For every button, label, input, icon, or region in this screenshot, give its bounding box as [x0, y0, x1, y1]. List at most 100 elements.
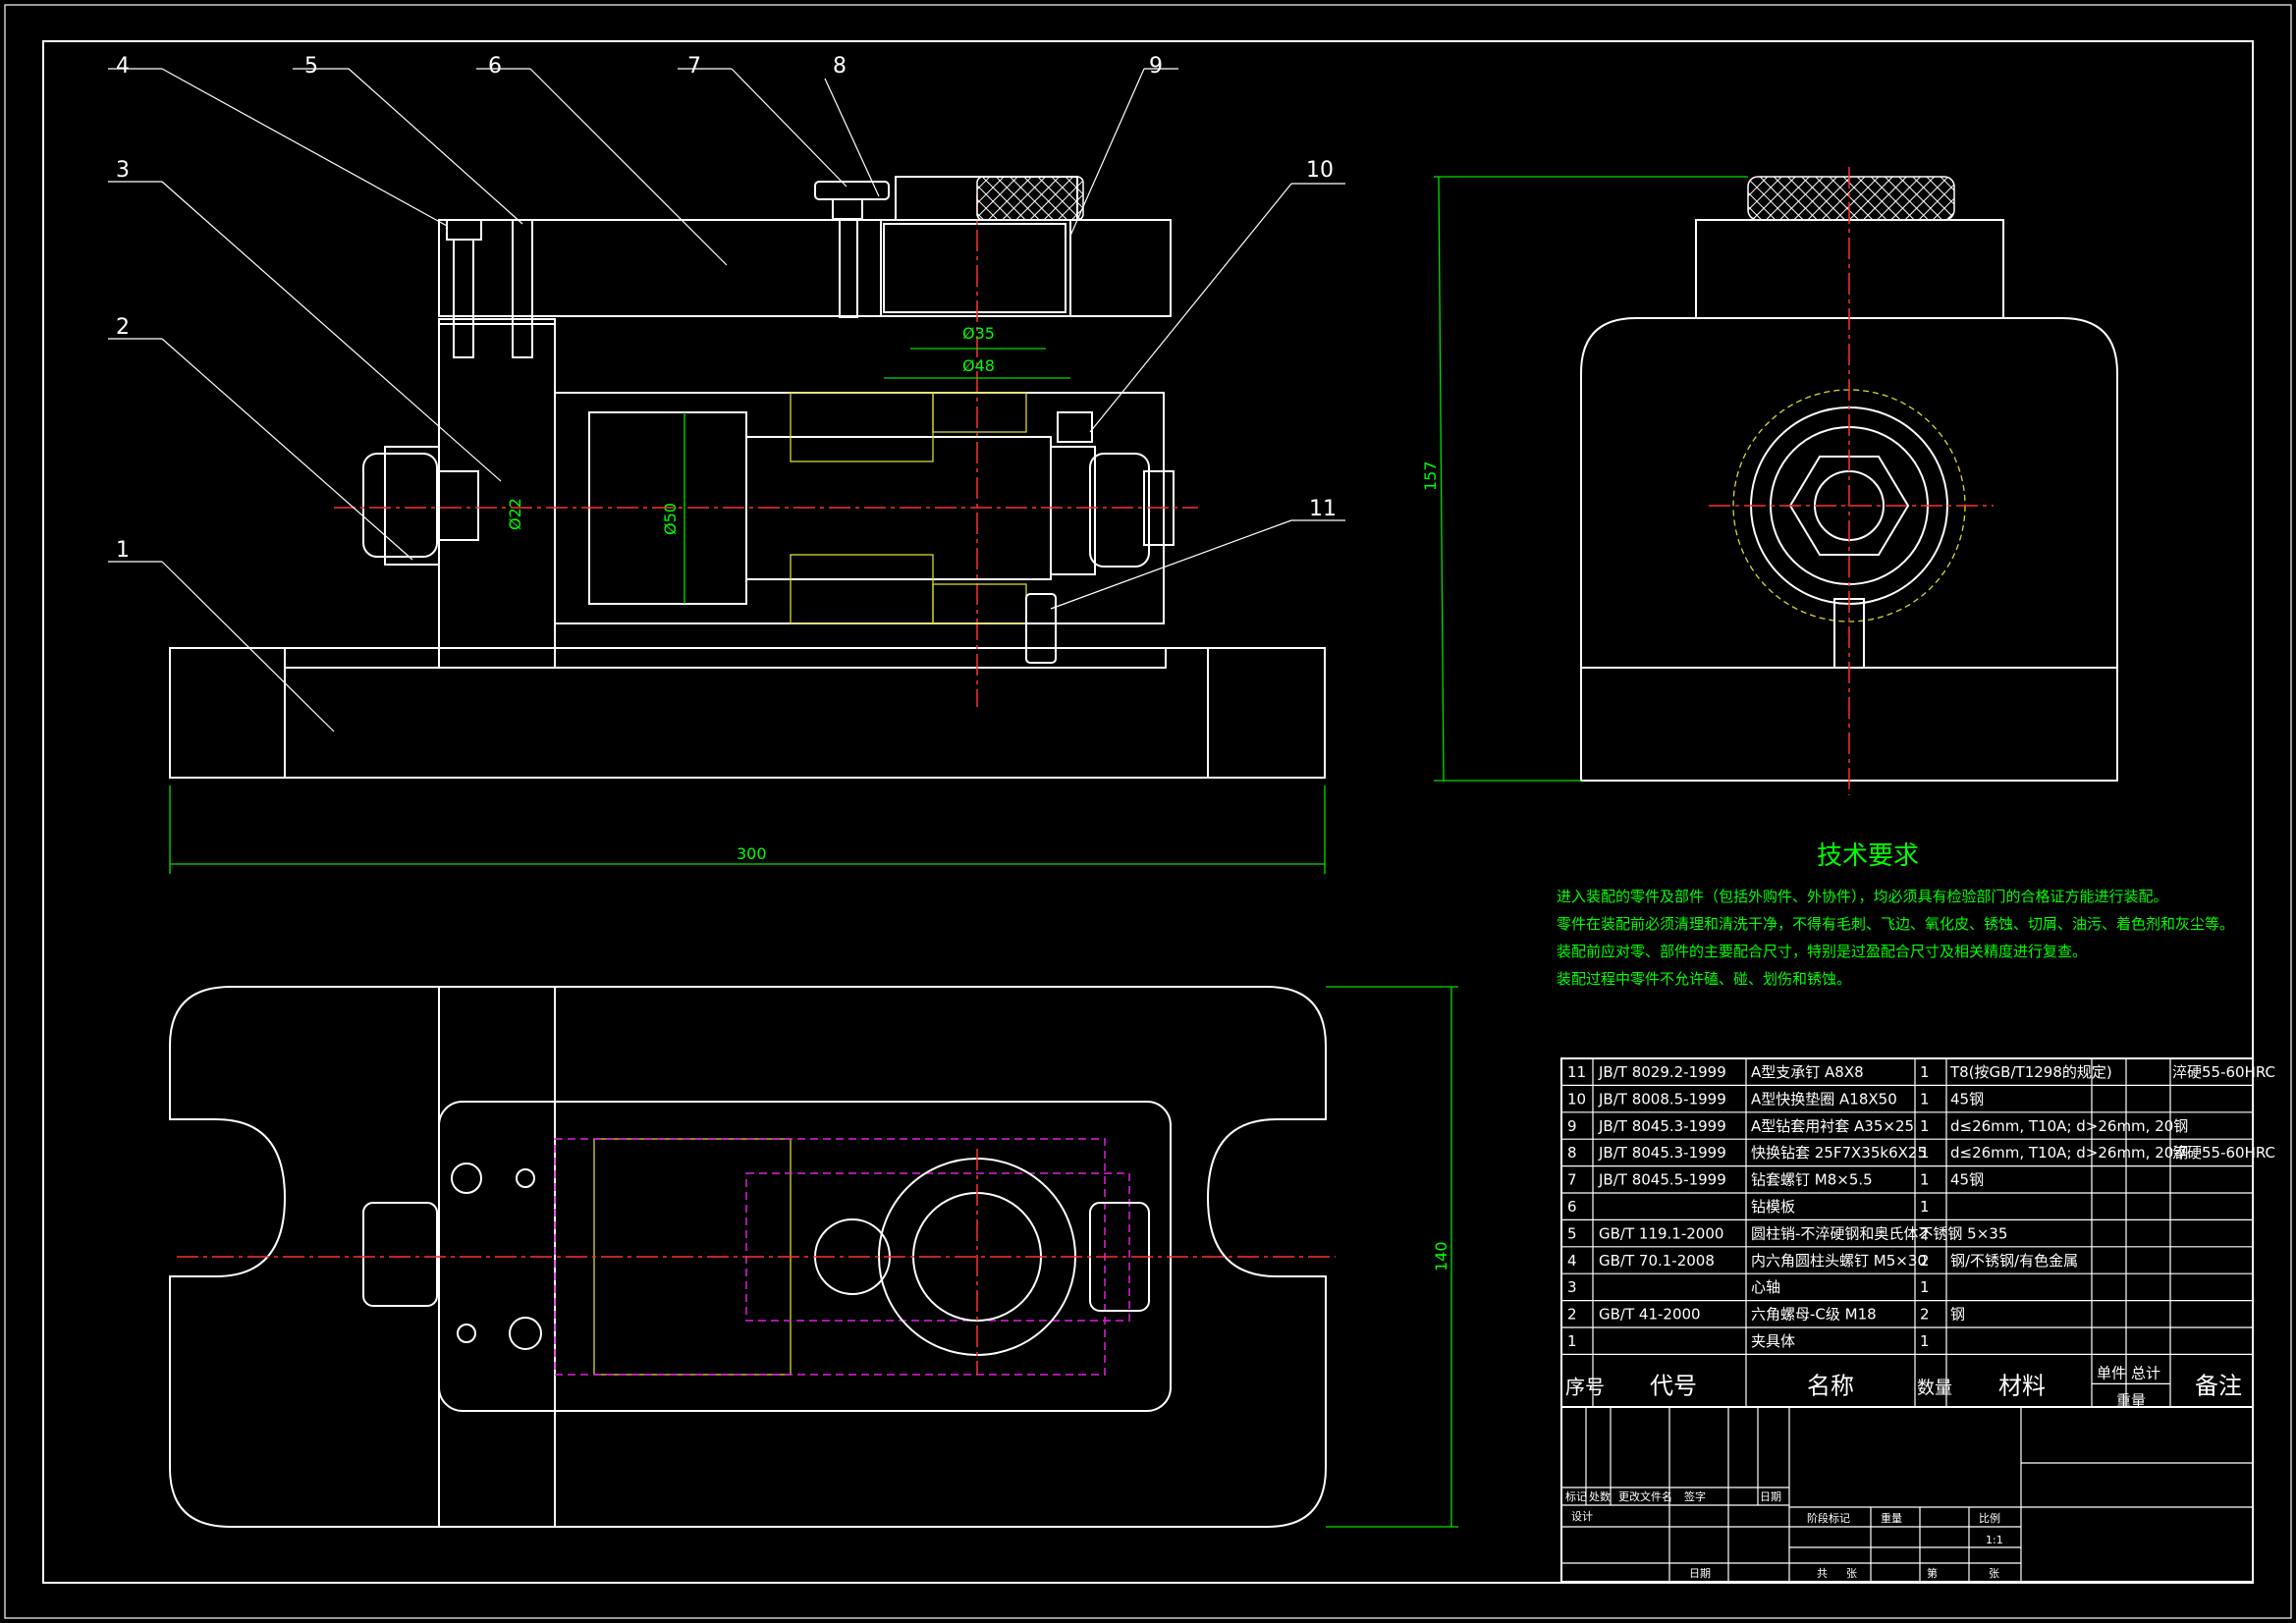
bom-cell-no: 1	[1567, 1332, 1577, 1350]
balloon-11: 11	[1309, 497, 1337, 521]
balloon-10: 10	[1306, 158, 1334, 183]
dim-side-height: 157	[1421, 460, 1440, 491]
tb-rev-count: 处数	[1589, 1490, 1611, 1503]
tech-req-title: 技术要求	[1817, 841, 1919, 871]
bom-cell-material: T8(按GB/T1298的规定)	[1949, 1063, 2112, 1081]
bom-cell-note: 淬硬55-60HRC	[2172, 1144, 2275, 1162]
bom-cell-name: A型支承钉 A8X8	[1751, 1063, 1864, 1081]
tb-rev-sign: 签字	[1684, 1489, 1706, 1503]
tb-design: 设计	[1571, 1510, 1593, 1523]
tech-req-item-4: 装配过程中零件不允许磕、碰、划伤和锈蚀。	[1557, 970, 1851, 988]
bom-cell-qty: 1	[1920, 1144, 1930, 1162]
tb-scale: 1:1	[1986, 1534, 2003, 1546]
bom-cell-name: 圆柱销-不淬硬钢和奥氏体不锈钢 5×35	[1751, 1224, 2007, 1242]
bom-cell-code: JB/T 8045.3-1999	[1598, 1144, 1726, 1162]
bom-cell-material: d≤26mm, T10A; d>26mm, 20钢	[1950, 1117, 2188, 1135]
bom-cell-no: 11	[1567, 1063, 1586, 1081]
bom-cell-qty: 2	[1920, 1252, 1930, 1270]
balloon-6: 6	[488, 54, 502, 79]
bom-cell-name: 快换钻套 25F7X35k6X25	[1751, 1144, 1927, 1162]
bom-header-no: 序号	[1565, 1375, 1605, 1398]
bom-cell-name: 钻套螺钉 M8×5.5	[1751, 1171, 1873, 1189]
tb-total: 共	[1817, 1567, 1828, 1580]
bom-cell-qty: 1	[1920, 1278, 1930, 1296]
bom-cell-qty: 2	[1920, 1224, 1930, 1242]
bom-cell-qty: 1	[1920, 1332, 1930, 1350]
bom-header-weight: 重量	[2116, 1391, 2146, 1409]
bom-cell-no: 6	[1567, 1198, 1577, 1216]
dim-pin-22: Ø22	[506, 498, 524, 530]
bom-cell-name: 六角螺母-C级 M18	[1751, 1306, 1877, 1324]
tech-req-item-2: 零件在装配前必须清理和清洗干净，不得有毛刺、飞边、氧化皮、锈蚀、切屑、油污、着色…	[1557, 915, 2234, 933]
bom-cell-material: 45钢	[1950, 1171, 1984, 1189]
tb-weight: 重量	[1881, 1511, 1902, 1525]
bom-cell-no: 5	[1567, 1224, 1577, 1242]
bom-cell-name: A型快换垫圈 A18X50	[1751, 1090, 1897, 1108]
balloon-8: 8	[833, 54, 847, 79]
tb-rev-doc: 更改文件名	[1618, 1489, 1672, 1503]
tb-stage: 阶段标记	[1807, 1511, 1850, 1525]
bom-cell-code: JB/T 8045.5-1999	[1598, 1171, 1726, 1189]
tech-req-item-3: 装配前应对零、部件的主要配合尺寸，特别是过盈配合尺寸及相关精度进行复查。	[1557, 943, 2087, 960]
bom-cell-code: JB/T 8029.2-1999	[1598, 1063, 1726, 1081]
balloon-1: 1	[116, 538, 130, 563]
bom-cell-no: 3	[1567, 1278, 1577, 1296]
front-view: Ø35 Ø48 Ø22 Ø50 300	[169, 176, 1326, 874]
bom-cell-no: 4	[1567, 1252, 1577, 1270]
bom-cell-no: 2	[1567, 1306, 1577, 1324]
title-block: 标记 处数 更改文件名 签字 日期 设计 日期 阶段标记 重量 比例 1:1 共…	[1560, 1406, 2254, 1583]
bom-header-unit: 单件	[2097, 1364, 2126, 1381]
tb-page-unit: 张	[1989, 1567, 1999, 1580]
balloon-7: 7	[687, 54, 701, 79]
bom-cell-material: 45钢	[1950, 1090, 1984, 1108]
tb-scale-label: 比例	[1979, 1511, 2000, 1525]
dim-bushing-48: Ø48	[962, 356, 995, 375]
tech-req-item-1: 进入装配的零件及部件（包括外购件、外协件），均必须具有检验部门的合格证方能进行装…	[1557, 888, 2168, 905]
bom-header-total: 总计	[2131, 1364, 2160, 1381]
side-view: 157	[1421, 167, 2118, 795]
bom-header-material: 材料	[1998, 1372, 2046, 1399]
bom-cell-material: d≤26mm, T10A; d>26mm, 20钢	[1950, 1144, 2188, 1162]
balloon-2: 2	[116, 315, 130, 340]
bom-cell-qty: 1	[1920, 1090, 1930, 1108]
bom-cell-qty: 1	[1920, 1171, 1930, 1189]
bom-cell-qty: 1	[1920, 1198, 1930, 1216]
tb-rev-mark: 标记	[1565, 1489, 1587, 1503]
bom-cell-name: 心轴	[1751, 1278, 1780, 1296]
dim-overall-length: 300	[737, 844, 767, 863]
bom-cell-code: JB/T 8045.3-1999	[1598, 1117, 1726, 1135]
bom-cell-name: 钻模板	[1751, 1198, 1795, 1216]
bom-header-code: 代号	[1650, 1372, 1697, 1399]
balloon-leaders: 4 5 6 7 8 9 3 10 2 11 1	[108, 54, 1345, 732]
tb-date: 日期	[1689, 1567, 1711, 1580]
bom-header-qty: 数量	[1917, 1378, 1952, 1398]
bom-header-note: 备注	[2195, 1372, 2242, 1399]
bom-cell-code: GB/T 41-2000	[1599, 1306, 1701, 1324]
dim-bushing-35: Ø35	[962, 324, 995, 343]
bom-cell-name: A型钻套用衬套 A35×25	[1751, 1117, 1914, 1135]
bom-cell-qty: 1	[1920, 1117, 1930, 1135]
balloon-4: 4	[116, 54, 130, 79]
bom-cell-qty: 1	[1920, 1063, 1930, 1081]
bom-cell-qty: 2	[1920, 1306, 1930, 1324]
dim-mandrel-50: Ø50	[661, 503, 680, 535]
balloon-3: 3	[116, 158, 130, 183]
outer-border	[4, 4, 2292, 1619]
bom-cell-material: 钢/不锈钢/有色金属	[1950, 1252, 2078, 1270]
bom-cell-no: 7	[1567, 1171, 1577, 1189]
tb-rev-date: 日期	[1760, 1490, 1781, 1503]
inner-frame	[42, 40, 2254, 1584]
bom-cell-note: 淬硬55-60HRC	[2172, 1063, 2275, 1081]
balloon-5: 5	[304, 54, 318, 79]
bom-cell-code: GB/T 70.1-2008	[1599, 1252, 1715, 1270]
bom-cell-material: 钢	[1950, 1306, 1965, 1324]
tb-page: 第	[1927, 1566, 1938, 1580]
bom-cell-code: GB/T 119.1-2000	[1599, 1224, 1723, 1242]
bom-cell-code: JB/T 8008.5-1999	[1598, 1090, 1726, 1108]
bom-cell-no: 8	[1567, 1144, 1577, 1162]
bom-cell-name: 内六角圆柱头螺钉 M5×30	[1751, 1252, 1927, 1270]
dim-plan-width: 140	[1432, 1241, 1450, 1271]
bom-cell-name: 夹具体	[1751, 1332, 1795, 1350]
